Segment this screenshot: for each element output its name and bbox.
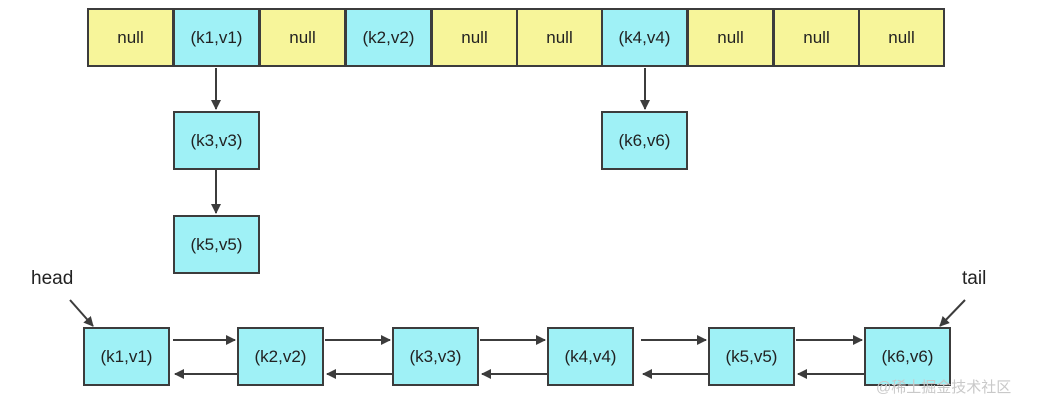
bucket-6: (k4,v4) [601,8,688,67]
list-node-5: (k5,v5) [708,327,795,386]
bucket-1: (k1,v1) [173,8,260,67]
head-label: head [31,268,74,289]
chain-node-k5: (k5,v5) [173,215,260,274]
list-node-2: (k2,v2) [237,327,324,386]
bucket-9: null [858,8,945,67]
chain-node-k3: (k3,v3) [173,111,260,170]
watermark: @稀土掘金技术社区 [876,379,1012,396]
list-node-3: (k3,v3) [392,327,479,386]
bucket-4: null [431,8,518,67]
tail-pointer-arrow [939,299,966,327]
bucket-3: (k2,v2) [345,8,432,67]
bucket-2: null [259,8,346,67]
bucket-0: null [87,8,174,67]
bucket-7: null [687,8,774,67]
bucket-5: null [516,8,603,67]
chain-node-k6: (k6,v6) [601,111,688,170]
head-pointer-arrow [69,299,94,327]
list-node-6: (k6,v6) [864,327,951,386]
tail-label: tail [962,268,987,289]
list-node-4: (k4,v4) [547,327,634,386]
list-node-1: (k1,v1) [83,327,170,386]
bucket-8: null [773,8,860,67]
